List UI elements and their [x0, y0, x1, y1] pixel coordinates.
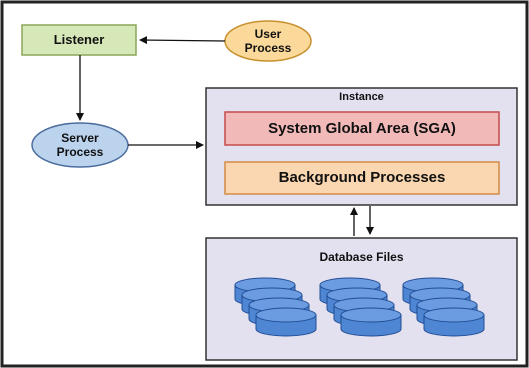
listener-box	[21, 24, 137, 56]
database-disk-icon	[423, 307, 485, 337]
database-disk-icon	[340, 307, 402, 337]
database-disk-icon	[255, 307, 317, 337]
server-process-ellipse	[31, 122, 129, 168]
user-process-ellipse	[224, 20, 312, 62]
background-processes-box	[224, 161, 500, 195]
sga-box	[224, 111, 500, 146]
disk-stacks	[234, 277, 485, 337]
arrow-user-to-listener	[139, 36, 226, 45]
